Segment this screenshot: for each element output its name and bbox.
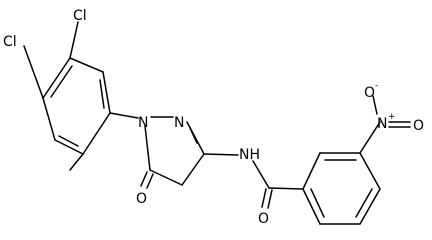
dichlorophenyl-ring — [42, 57, 111, 155]
cl-bond — [23, 45, 44, 99]
ring-bond — [359, 188, 381, 225]
amine-nh-label: NH — [239, 147, 260, 163]
chemical-structure: Cl Cl N N O NH O N + O - O — [3, 8, 424, 227]
ring-bond — [102, 71, 111, 114]
ring-bond — [42, 97, 56, 141]
oxygen-atom-label: O — [258, 211, 269, 227]
positive-charge-label: + — [388, 112, 396, 122]
pyrazolone-ring — [144, 116, 205, 186]
oxygen-atom-label: O — [364, 85, 375, 101]
chlorine-atom-label: Cl — [73, 8, 87, 24]
nitrogen-atom-label: N — [174, 115, 184, 131]
nh-carbonyl-bond — [252, 160, 270, 189]
ring-bond — [149, 169, 183, 186]
oxygen-atom-label: O — [136, 191, 147, 207]
c-nh-bond — [203, 153, 239, 156]
ring-bond — [69, 57, 104, 73]
cl-bond — [69, 21, 79, 59]
ring-bond — [359, 152, 381, 190]
ring-bond — [181, 153, 205, 186]
carbonyl-ring-bond — [268, 187, 304, 190]
negative-charge-label: - — [375, 81, 378, 91]
nitrophenyl-ring — [302, 152, 381, 225]
ring-bond — [54, 139, 84, 155]
methyl-bond — [69, 153, 84, 171]
c-nitro-bond — [359, 121, 381, 154]
ring-double-bond — [189, 127, 198, 144]
ring-bond — [186, 121, 205, 155]
oxygen-atom-label: O — [413, 118, 424, 134]
chlorine-atom-label: Cl — [3, 34, 17, 50]
ring-bond — [144, 125, 151, 171]
amide-double-bond — [267, 189, 273, 209]
ring-double-bond — [58, 135, 79, 147]
nitrogen-atom-label: N — [377, 116, 387, 132]
ring-double-bond — [50, 65, 73, 98]
ring-bond — [42, 57, 71, 99]
ring-bond — [82, 112, 111, 155]
aryl-n-bond — [109, 112, 139, 119]
ketone-double-bond — [140, 171, 148, 187]
ring-bond — [302, 188, 321, 225]
ring-double-bond — [99, 79, 105, 109]
amide-double-bond — [261, 188, 267, 208]
ketone-double-bond — [146, 173, 154, 189]
nitrogen-atom-label: N — [138, 115, 148, 131]
ring-double-bond — [310, 188, 325, 218]
ring-double-bond — [355, 188, 373, 218]
ring-bond — [302, 152, 321, 190]
nitro-single-bond — [372, 95, 378, 115]
